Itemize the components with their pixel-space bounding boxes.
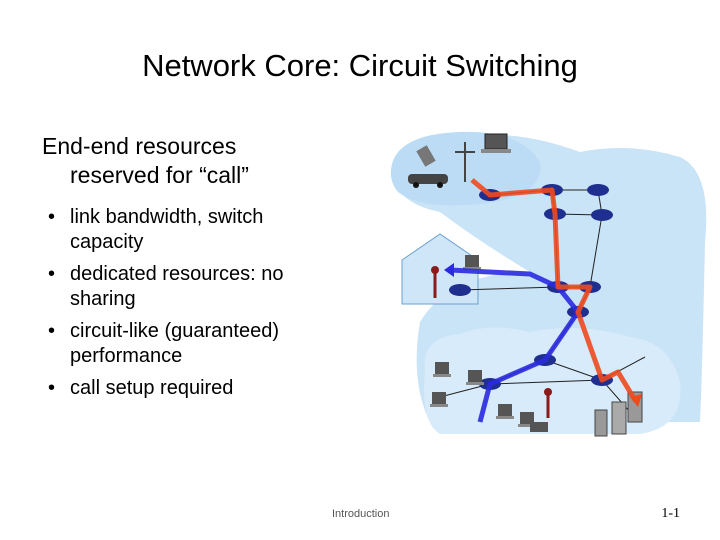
bullet-text: dedicated resources: no sharing bbox=[70, 263, 284, 310]
router-icon bbox=[449, 284, 471, 296]
bullet-item: • dedicated resources: no sharing bbox=[48, 262, 338, 312]
circuit-path-red bbox=[470, 178, 638, 402]
laptop-icon bbox=[481, 133, 511, 153]
lead-line-1: End-end resources bbox=[42, 133, 237, 159]
router-icon bbox=[587, 184, 609, 196]
bullet-item: • circuit-like (guaranteed) performance bbox=[48, 319, 338, 369]
bullet-text: circuit-like (guaranteed) performance bbox=[70, 320, 279, 367]
desktop-icon bbox=[430, 392, 448, 407]
desktop-icon bbox=[463, 255, 481, 270]
footer-label: Introduction bbox=[332, 508, 390, 520]
wireless-tower-icon bbox=[455, 142, 475, 182]
bullet-item: • call setup required bbox=[48, 376, 338, 401]
bullet-dot: • bbox=[48, 320, 56, 342]
bullet-text: link bandwidth, switch capacity bbox=[70, 206, 264, 253]
desktop-icon bbox=[433, 362, 451, 377]
bullet-dot: • bbox=[48, 377, 56, 399]
router-icon bbox=[591, 209, 613, 221]
server-icon bbox=[594, 409, 608, 437]
bullet-text: call setup required bbox=[70, 377, 234, 399]
network-diagram bbox=[390, 131, 707, 437]
slide-title: Network Core: Circuit Switching bbox=[142, 48, 578, 83]
arrowhead-red bbox=[630, 394, 642, 407]
desktop-icon bbox=[518, 412, 536, 427]
car-icon bbox=[408, 174, 448, 188]
arrowhead-blue bbox=[444, 263, 454, 277]
bullet-dot: • bbox=[48, 206, 56, 228]
devices bbox=[408, 133, 643, 437]
bullet-item: • link bandwidth, switch capacity bbox=[48, 205, 338, 255]
lead-text: End-end resources reserved for “call” bbox=[42, 132, 372, 190]
desktop-icon bbox=[496, 404, 514, 419]
lead-line-2: reserved for “call” bbox=[70, 162, 249, 188]
laptop-icon bbox=[530, 422, 548, 432]
bullet-list: • link bandwidth, switch capacity • dedica… bbox=[48, 205, 338, 408]
desktop-icon bbox=[466, 370, 484, 385]
wireless-tower-icon bbox=[431, 266, 439, 298]
wireless-tower-icon bbox=[544, 388, 552, 418]
server-icon bbox=[611, 401, 627, 435]
page-number: 1-1 bbox=[661, 506, 680, 521]
bullet-dot: • bbox=[48, 263, 56, 285]
pda-icon bbox=[416, 145, 436, 167]
